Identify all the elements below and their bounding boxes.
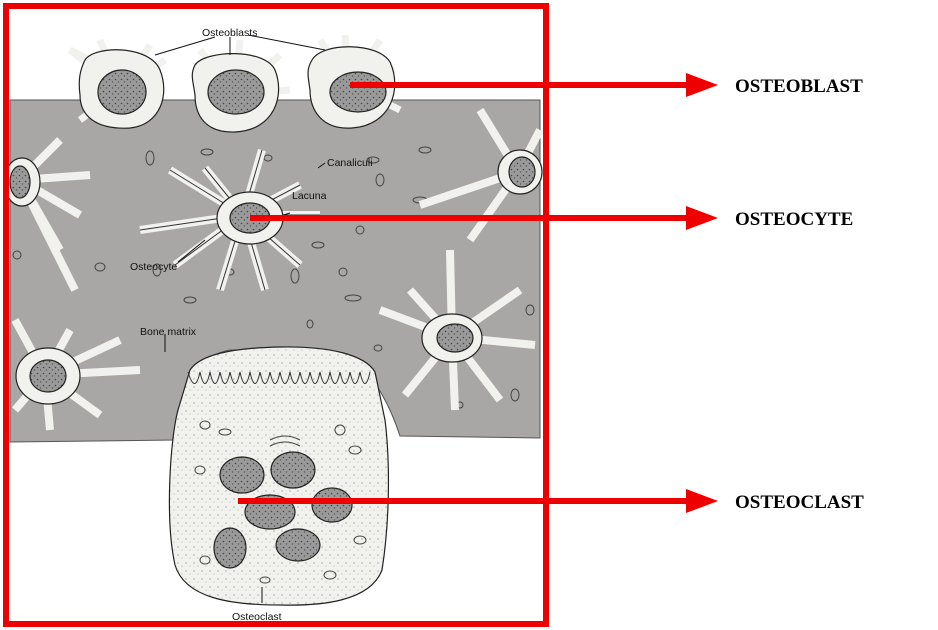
- callout-osteoclast: OSTEOCLAST: [735, 492, 864, 513]
- label-canaliculi: Canaliculi: [327, 157, 373, 169]
- label-lacuna: Lacuna: [292, 190, 327, 202]
- label-bone-matrix: Bone matrix: [140, 326, 197, 338]
- callout-osteocyte: OSTEOCYTE: [735, 209, 853, 230]
- label-osteocyte: Osteocyte: [130, 261, 177, 273]
- callout-osteoblast: OSTEOBLAST: [735, 76, 863, 97]
- osteoclast-cell: [169, 347, 388, 605]
- arrow-osteoblast: [350, 73, 718, 97]
- label-osteoblasts: Osteoblasts: [202, 27, 257, 39]
